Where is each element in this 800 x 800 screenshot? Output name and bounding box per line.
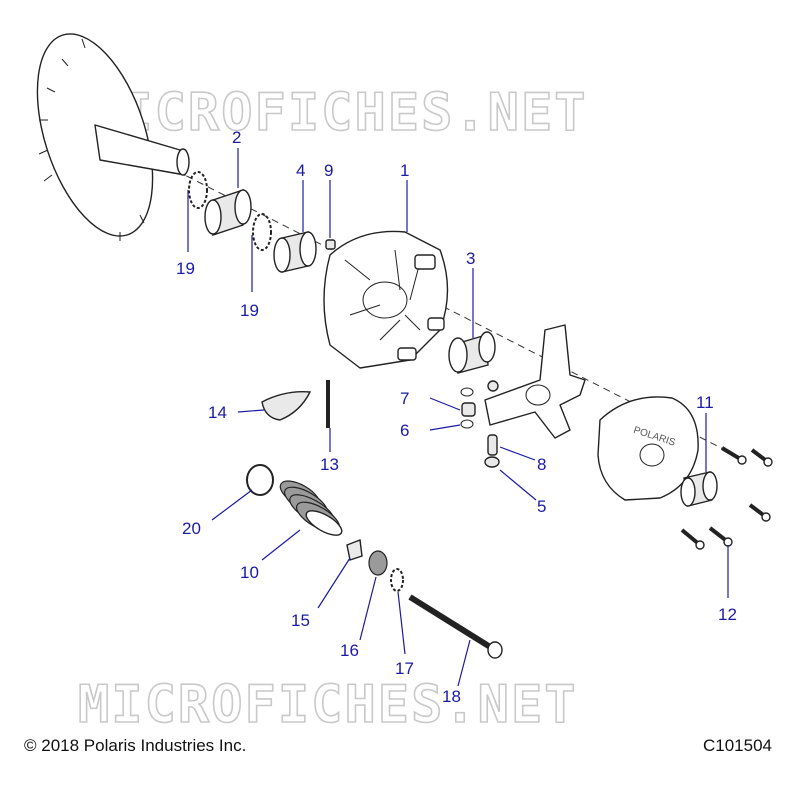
callout-9: 9 [324,161,333,180]
housing-1 [323,230,449,369]
callout-18: 18 [442,687,461,706]
roller-7 [461,402,476,417]
bushing-2 [204,189,252,236]
bolt-18 [408,594,503,659]
callout-3: 3 [466,249,475,268]
weight-14 [261,391,312,421]
callout-15: 15 [291,611,310,630]
washer-16 [368,550,388,576]
callout-8: 8 [537,455,546,474]
callout-11: 11 [696,393,714,412]
callout-19-a: 19 [176,259,195,278]
bushing-3 [448,331,496,374]
leader-lines [187,148,729,687]
callout-10: 10 [240,563,259,582]
bushing-4 [273,231,317,273]
spacer-15 [346,539,363,561]
callout-19-b: 19 [240,301,259,320]
ring-20 [246,464,274,496]
snap-ring-b [252,213,272,251]
pin-8 [487,434,498,456]
callout-16: 16 [340,641,359,660]
callout-12: 12 [718,605,737,624]
callout-6: 6 [400,421,409,440]
spider [484,324,586,439]
callout-2: 2 [232,128,241,147]
copyright-text: © 2018 Polaris Industries Inc. [24,736,247,755]
watermark-bottom: MICROFICHES.NET [78,675,578,735]
spring-10 [279,480,343,536]
washer-6-top [460,387,474,397]
callout-14: 14 [208,403,227,422]
callout-17: 17 [395,659,414,678]
washer-6 [460,419,474,429]
bolts-12 [680,446,773,550]
callout-7: 7 [400,389,409,408]
callout-20: 20 [182,519,201,538]
ring-17 [390,568,404,592]
sheave-fins [38,38,145,241]
callout-13: 13 [320,455,339,474]
watermark-top: MICROFICHES.NET [88,83,588,143]
post-end [176,148,190,176]
diagram-id: C101504 [702,736,772,755]
cover: POLARIS [597,396,699,501]
nut-9 [325,239,336,250]
snap-ring-a [188,171,208,209]
callout-4: 4 [296,161,305,180]
bushing-11 [680,471,718,507]
callouts: 1 2 3 4 5 6 7 8 9 10 11 12 13 14 15 16 1… [176,128,737,706]
sheave-assembly [36,33,190,241]
callout-1: 1 [400,161,409,180]
button-5 [484,456,500,468]
callout-5: 5 [537,497,546,516]
